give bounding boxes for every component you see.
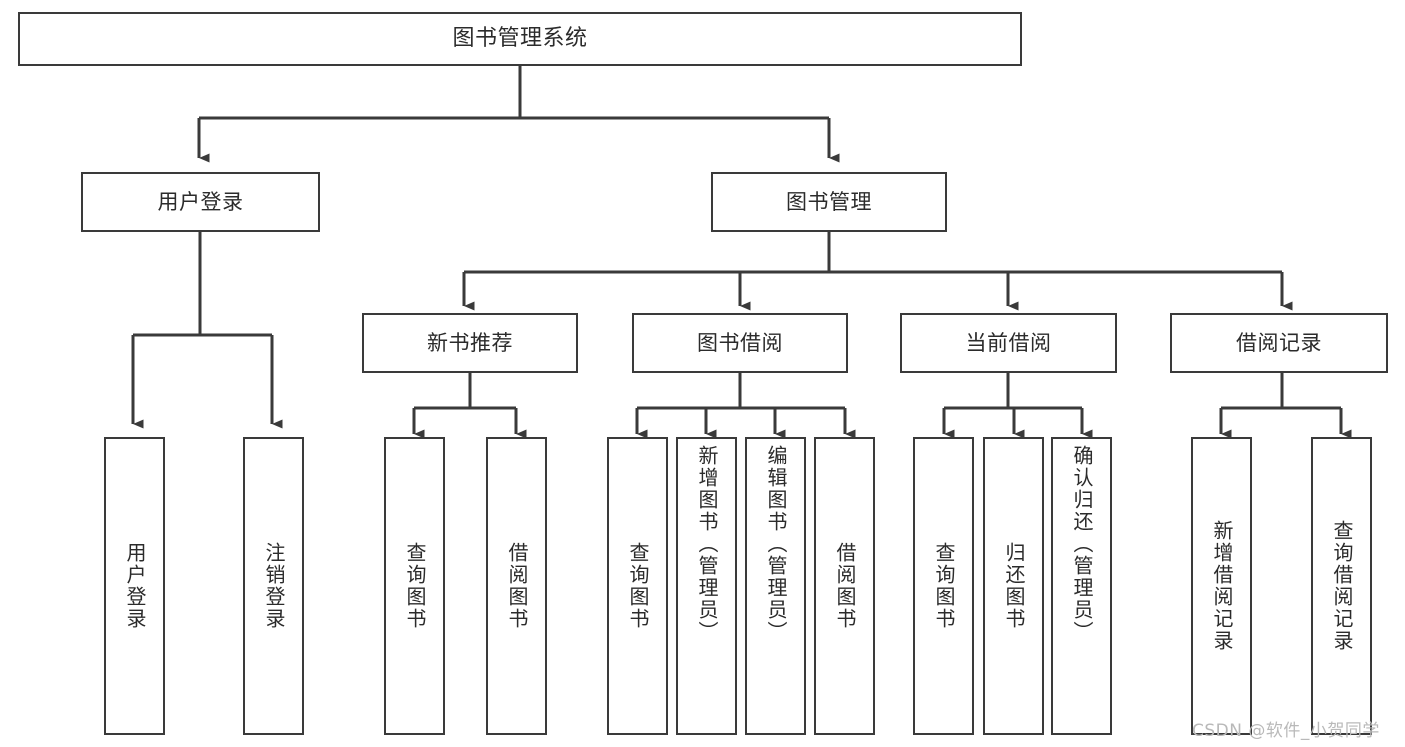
csdn-watermark: CSDN @软件_小贺同学 bbox=[1192, 721, 1380, 741]
node-leaf-add-book[interactable]: 新增图书（管理员） bbox=[676, 437, 737, 735]
node-label: 图书借阅 bbox=[697, 330, 783, 355]
node-label: 新书推荐 bbox=[427, 330, 513, 355]
node-new-book-recommend[interactable]: 新书推荐 bbox=[362, 313, 578, 373]
node-book-management[interactable]: 图书管理 bbox=[711, 172, 947, 232]
node-user-login[interactable]: 用户登录 bbox=[81, 172, 320, 232]
node-leaf-return-book[interactable]: 归还图书 bbox=[983, 437, 1044, 735]
node-leaf-borrow-book-recommend[interactable]: 借阅图书 bbox=[486, 437, 547, 735]
node-leaf-logout-login[interactable]: 注销登录 bbox=[243, 437, 304, 735]
node-label: 借阅图书 bbox=[505, 542, 529, 630]
node-label: 注销登录 bbox=[262, 542, 286, 630]
node-leaf-confirm-return[interactable]: 确认归还（管理员） bbox=[1051, 437, 1112, 735]
node-label: 确认归还（管理员） bbox=[1070, 445, 1094, 643]
node-label: 编辑图书（管理员） bbox=[764, 445, 788, 643]
node-label: 用户登录 bbox=[123, 542, 147, 630]
node-label: 图书管理 bbox=[786, 189, 872, 214]
node-root-book-management-system[interactable]: 图书管理系统 bbox=[18, 12, 1022, 66]
node-leaf-borrow-book[interactable]: 借阅图书 bbox=[814, 437, 875, 735]
node-label: 借阅图书 bbox=[833, 542, 857, 630]
node-label: 新增借阅记录 bbox=[1210, 520, 1234, 652]
node-leaf-add-borrow-record[interactable]: 新增借阅记录 bbox=[1191, 437, 1252, 735]
node-label: 查询借阅记录 bbox=[1330, 520, 1354, 652]
node-label: 查询图书 bbox=[403, 542, 427, 630]
node-label: 借阅记录 bbox=[1236, 330, 1322, 355]
node-leaf-query-book-current[interactable]: 查询图书 bbox=[913, 437, 974, 735]
node-label: 用户登录 bbox=[157, 189, 244, 214]
node-leaf-query-book-recommend[interactable]: 查询图书 bbox=[384, 437, 445, 735]
node-label: 当前借阅 bbox=[965, 330, 1052, 355]
node-leaf-edit-book[interactable]: 编辑图书（管理员） bbox=[745, 437, 806, 735]
node-label: 查询图书 bbox=[932, 542, 956, 630]
node-book-borrow[interactable]: 图书借阅 bbox=[632, 313, 848, 373]
node-label: 图书管理系统 bbox=[452, 26, 588, 52]
node-leaf-query-book-borrow[interactable]: 查询图书 bbox=[607, 437, 668, 735]
node-leaf-query-borrow-record[interactable]: 查询借阅记录 bbox=[1311, 437, 1372, 735]
node-label: 新增图书（管理员） bbox=[695, 445, 719, 643]
node-borrow-record[interactable]: 借阅记录 bbox=[1170, 313, 1388, 373]
node-label: 查询图书 bbox=[626, 542, 650, 630]
node-leaf-user-login[interactable]: 用户登录 bbox=[104, 437, 165, 735]
node-current-borrow[interactable]: 当前借阅 bbox=[900, 313, 1117, 373]
node-label: 归还图书 bbox=[1002, 542, 1026, 630]
